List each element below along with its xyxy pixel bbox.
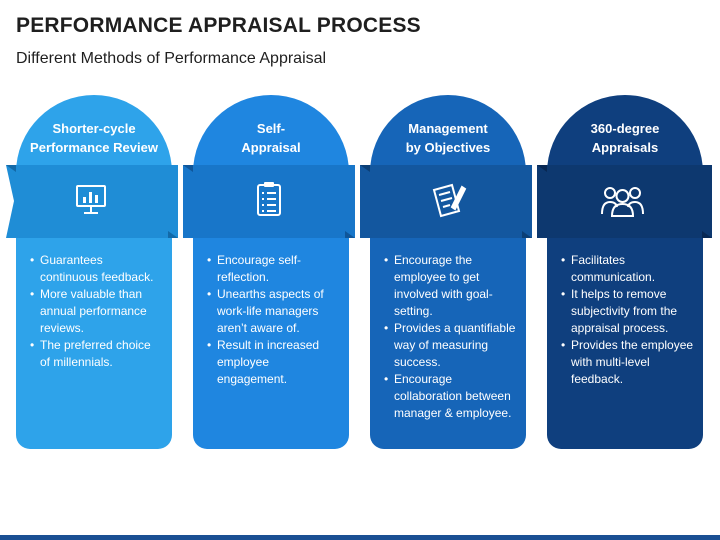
bullet-item: Result in increased employee engagement. xyxy=(207,337,341,388)
method-card-mbo: Management by Objectives Encourage the e… xyxy=(370,95,526,449)
bullet-item: Unearths aspects of work-life managers a… xyxy=(207,286,341,337)
card-bullet-list: Encourage self-reflection. Unearths aspe… xyxy=(193,252,349,388)
card-heading-line1: Self- xyxy=(256,121,286,136)
card-heading: Shorter-cycle Performance Review xyxy=(16,119,172,157)
card-heading-line2: Appraisal xyxy=(241,140,301,155)
bullet-item: Provides the employee with multi-level f… xyxy=(561,337,695,388)
method-card-shorter-cycle: Shorter-cycle Performance Review Guarant… xyxy=(16,95,172,449)
card-bullet-list: Guarantees continuous feedback. More val… xyxy=(16,252,172,371)
ribbon-fold xyxy=(537,165,547,172)
card-heading-line2: by Objectives xyxy=(405,140,491,155)
card-heading: 360-degree Appraisals xyxy=(547,119,703,157)
bullet-item: Facilitates communication. xyxy=(561,252,695,286)
bullet-item: Provides a quantifiable way of measuring… xyxy=(384,320,518,371)
card-heading-line2: Performance Review xyxy=(30,140,158,155)
card-bullet-list: Facilitates communication. It helps to r… xyxy=(547,252,703,388)
page-title: PERFORMANCE APPRAISAL PROCESS xyxy=(16,14,421,37)
method-card-self-appraisal: Self- Appraisal Encourage self-reflectio… xyxy=(193,95,349,449)
bullet-item: Encourage self-reflection. xyxy=(207,252,341,286)
card-heading-line2: Appraisals xyxy=(591,140,659,155)
card-heading-line1: 360-degree xyxy=(590,121,660,136)
bullet-item: More valuable than annual performance re… xyxy=(30,286,164,337)
card-heading: Self- Appraisal xyxy=(193,119,349,157)
bullet-item: Encourage the employee to get involved w… xyxy=(384,252,518,320)
bullet-item: It helps to remove subjectivity from the… xyxy=(561,286,695,337)
page-subtitle: Different Methods of Performance Apprais… xyxy=(16,50,327,67)
footer-bar xyxy=(0,535,720,540)
ribbon-fold xyxy=(183,165,193,172)
ribbon-fold xyxy=(6,165,16,172)
card-heading: Management by Objectives xyxy=(370,119,526,157)
bullet-item: Encourage collaboration between manager … xyxy=(384,371,518,422)
ribbon-fold xyxy=(360,165,370,172)
bullet-item: The preferred choice of millennials. xyxy=(30,337,164,371)
card-heading-line1: Shorter-cycle xyxy=(52,121,136,136)
ribbon-fold xyxy=(702,231,712,238)
method-card-360-degree: 360-degree Appraisals Facilitates commun… xyxy=(547,95,703,449)
bullet-item: Guarantees continuous feedback. xyxy=(30,252,164,286)
card-heading-line1: Management xyxy=(408,121,488,136)
card-bullet-list: Encourage the employee to get involved w… xyxy=(370,252,526,422)
